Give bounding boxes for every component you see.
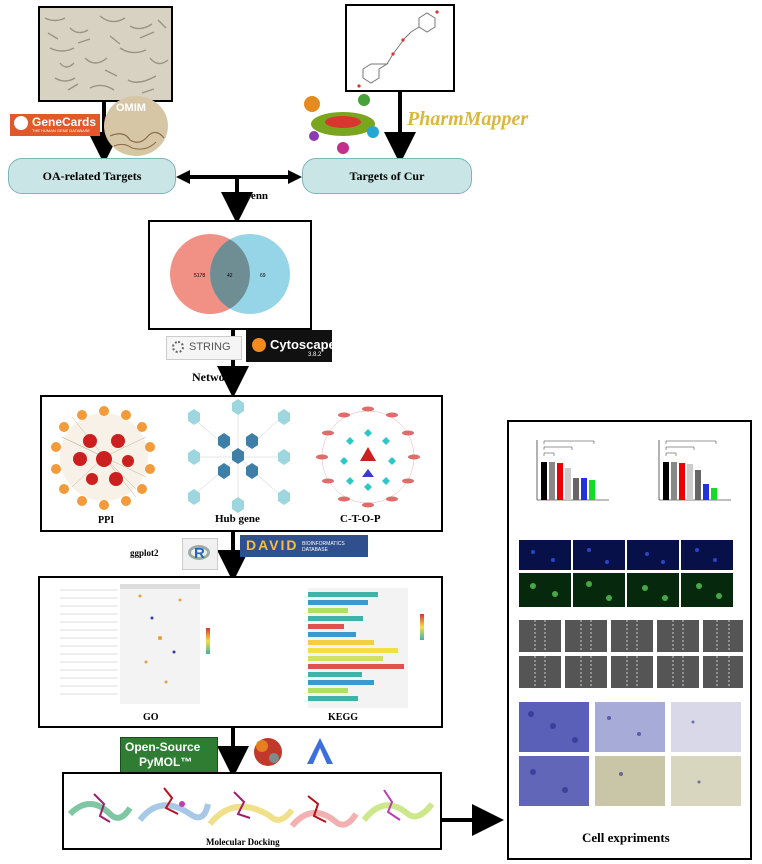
go-label: GO xyxy=(143,712,159,723)
fluorescence-grid xyxy=(519,540,733,607)
kegg-barplot xyxy=(308,588,424,708)
r-ring-icon xyxy=(188,545,210,560)
network-label: Network xyxy=(192,370,237,384)
r-letter: R xyxy=(194,545,205,562)
cell-experiments-label: Cell expriments xyxy=(582,830,670,845)
hub-gene-network xyxy=(188,399,290,513)
molecular-docking-label: Molecular Docking xyxy=(206,837,280,847)
viability-barchart-right xyxy=(658,440,731,501)
hub-gene-label: Hub gene xyxy=(215,513,260,525)
omim-map-art xyxy=(109,131,165,150)
kegg-label: KEGG xyxy=(328,712,359,723)
genecards-logo: GeneCards THE HUMAN GENE DATABASE xyxy=(10,114,100,136)
cytoscape-icon xyxy=(252,338,266,352)
enrichment-plots xyxy=(60,584,424,708)
venn-left-value: 5178 xyxy=(194,273,205,279)
cell-microscopy-image xyxy=(40,8,171,100)
docking-pose-5 xyxy=(361,789,435,822)
cur-targets-node: Targets of Cur xyxy=(302,158,472,194)
cytoscape-logo: Cytoscape 3.8.2 xyxy=(246,330,336,362)
ctop-label: C-T-O-P xyxy=(340,513,381,525)
ggplot2-label: ggplot2 xyxy=(130,548,159,558)
omim-text: OMIM xyxy=(116,102,146,114)
oa-targets-label: OA-related Targets xyxy=(42,168,142,183)
viability-barchart-left xyxy=(536,440,609,501)
pymol-logo: Open-Source PyMOL™ xyxy=(120,737,218,773)
transwell-grid xyxy=(519,702,741,806)
venn-box: 5178 42 69 xyxy=(148,220,312,330)
ppi-network xyxy=(51,406,155,510)
docking-pose-3 xyxy=(207,791,295,826)
r-logo: R xyxy=(182,538,218,570)
string-icon xyxy=(172,341,184,353)
venn-label: Venn xyxy=(244,190,269,202)
david-logo: DAVID BIOINFORMATICS DATABASE xyxy=(240,535,368,557)
pharmmapper-text: PharmMapper xyxy=(407,108,529,130)
docking-box xyxy=(62,772,442,850)
cytoscape-version: 3.8.2 xyxy=(308,352,322,358)
cell-experiments-box xyxy=(507,420,752,860)
curcumin-structure-box xyxy=(345,4,455,92)
docking-pose-4 xyxy=(289,795,359,829)
venn-diagram: 5178 42 69 xyxy=(170,234,290,314)
venn-overlap-value: 42 xyxy=(227,273,233,279)
network-box xyxy=(40,395,443,532)
ppi-label: PPI xyxy=(98,515,115,526)
docking-pose-2 xyxy=(137,787,211,822)
genecards-icon xyxy=(14,116,28,130)
oa-targets-node: OA-related Targets xyxy=(8,158,176,194)
venn-right-value: 69 xyxy=(260,273,266,279)
pymol-line2: PyMOL™ xyxy=(139,755,193,769)
david-text: DAVID xyxy=(246,537,299,553)
go-dotplot xyxy=(60,584,210,704)
genecards-text: GeneCards xyxy=(32,115,97,129)
docking-images xyxy=(67,787,435,829)
pymol-line1: Open-Source xyxy=(125,740,201,754)
david-subtitle: BIOINFORMATICS DATABASE xyxy=(302,541,345,553)
ctop-network xyxy=(316,406,420,508)
cell-image-box xyxy=(38,6,173,102)
string-logo: STRING xyxy=(166,336,242,360)
omim-logo: OMIM xyxy=(104,96,168,156)
cur-targets-label: Targets of Cur xyxy=(349,168,425,183)
cytoscape-text: Cytoscape xyxy=(270,337,336,352)
scratch-assay-grid xyxy=(519,620,743,688)
cell-experiments-panels xyxy=(519,440,743,806)
string-text: STRING xyxy=(189,341,231,353)
network-panels xyxy=(51,399,420,513)
enrichment-box xyxy=(38,576,443,728)
molecule-structure xyxy=(357,10,439,88)
docking-pose-1 xyxy=(67,793,133,823)
genecards-subtitle: THE HUMAN GENE DATABASE xyxy=(32,128,91,133)
